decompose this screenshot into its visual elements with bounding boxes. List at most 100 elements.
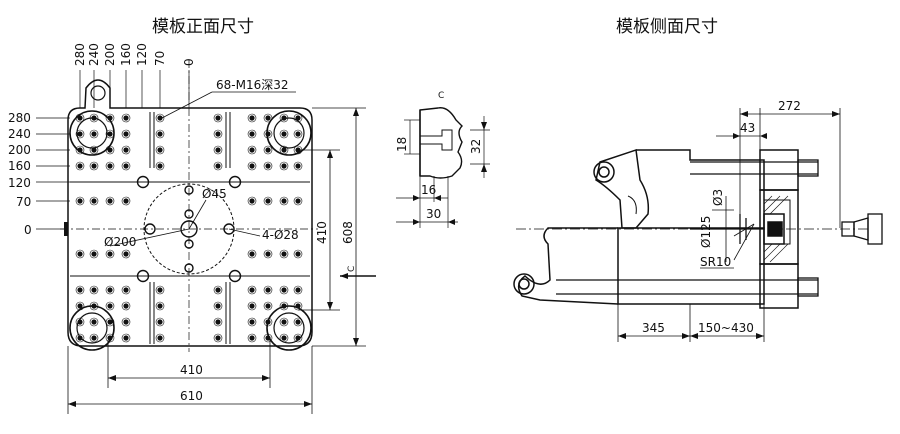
tapped-hole bbox=[157, 335, 163, 341]
tapped-hole bbox=[215, 335, 221, 341]
tapped-hole-ring bbox=[247, 285, 257, 295]
tapped-hole bbox=[123, 319, 129, 325]
detail-dim-16: 16 bbox=[421, 183, 436, 197]
tapped-hole bbox=[249, 287, 255, 293]
tapped-hole-ring bbox=[121, 145, 131, 155]
side-dim-stroke: 150~430 bbox=[698, 321, 754, 335]
tapped-hole-ring bbox=[105, 285, 115, 295]
center-hole bbox=[180, 220, 198, 238]
front-section-mark: C bbox=[347, 266, 357, 272]
tapped-hole bbox=[265, 335, 271, 341]
tapped-hole bbox=[107, 115, 113, 121]
side-view bbox=[513, 108, 883, 342]
side-dim-phi3: Ø3 bbox=[711, 189, 725, 206]
tapped-hole-ring bbox=[263, 333, 273, 343]
tapped-hole-ring bbox=[105, 129, 115, 139]
tapped-hole-ring bbox=[105, 145, 115, 155]
detail-profile bbox=[419, 107, 463, 179]
tapped-hole-ring bbox=[247, 161, 257, 171]
tapped-hole bbox=[157, 147, 163, 153]
tapped-hole bbox=[249, 163, 255, 169]
tapped-hole bbox=[249, 319, 255, 325]
left-dim-120: 120 bbox=[8, 176, 31, 190]
side-lower-arm bbox=[517, 227, 619, 305]
tapped-hole-ring bbox=[75, 196, 85, 206]
tapped-hole-ring bbox=[247, 145, 257, 155]
tapped-hole-ring bbox=[75, 301, 85, 311]
detail-section-mark: C bbox=[438, 91, 444, 101]
tapped-hole bbox=[107, 147, 113, 153]
top-dim-280: 280 bbox=[73, 43, 87, 66]
tapped-hole-ring bbox=[75, 317, 85, 327]
tapped-hole-ring bbox=[263, 161, 273, 171]
tapped-hole-ring bbox=[293, 285, 303, 295]
top-ordinate-lines bbox=[79, 70, 190, 108]
right-dimensions bbox=[298, 107, 366, 347]
tapped-hole bbox=[123, 163, 129, 169]
tapped-hole-ring bbox=[263, 317, 273, 327]
tapped-hole-ring bbox=[75, 285, 85, 295]
left-ordinate-lines bbox=[36, 117, 70, 230]
tapped-hole-ring bbox=[293, 113, 303, 123]
tapped-hole bbox=[249, 198, 255, 204]
dim-610: 610 bbox=[180, 389, 203, 403]
tapped-hole-ring bbox=[155, 317, 165, 327]
tapped-hole bbox=[157, 131, 163, 137]
tapped-hole bbox=[249, 131, 255, 137]
side-dim-43: 43 bbox=[740, 121, 755, 135]
tapped-hole-ring bbox=[121, 317, 131, 327]
tapped-hole bbox=[77, 198, 83, 204]
tapped-hole bbox=[77, 287, 83, 293]
tapped-hole bbox=[215, 115, 221, 121]
callout-locating-circle: Ø200 bbox=[104, 235, 136, 249]
tapped-hole bbox=[107, 303, 113, 309]
tapped-hole bbox=[215, 319, 221, 325]
tapped-hole bbox=[91, 303, 97, 309]
tapped-hole-ring bbox=[263, 285, 273, 295]
tapped-hole-ring bbox=[89, 161, 99, 171]
tapped-hole-ring bbox=[121, 285, 131, 295]
tie-bars bbox=[556, 159, 819, 297]
side-eyes bbox=[513, 161, 615, 295]
tapped-hole-ring bbox=[105, 301, 115, 311]
tapped-hole-ring bbox=[75, 129, 85, 139]
top-dim-160: 160 bbox=[119, 43, 133, 66]
tapped-hole bbox=[249, 251, 255, 257]
tapped-hole-ring bbox=[293, 196, 303, 206]
tapped-hole-ring bbox=[89, 113, 99, 123]
dim-410-vertical: 410 bbox=[315, 221, 329, 244]
tapped-hole bbox=[215, 131, 221, 137]
top-dim-240: 240 bbox=[87, 43, 101, 66]
left-edge-tab bbox=[64, 222, 68, 236]
front-view bbox=[36, 60, 376, 414]
big-holes bbox=[136, 175, 242, 283]
tapped-hole-ring bbox=[89, 249, 99, 259]
tapped-hole-ring bbox=[279, 333, 289, 343]
tapped-hole-ring bbox=[279, 196, 289, 206]
tapped-holes bbox=[75, 113, 303, 343]
tapped-hole bbox=[281, 131, 287, 137]
side-upper-arm bbox=[595, 149, 650, 229]
front-view-title: 模板正面尺寸 bbox=[152, 17, 254, 37]
tapped-hole-ring bbox=[247, 129, 257, 139]
top-dim-200: 200 bbox=[103, 43, 117, 66]
left-dim-160: 160 bbox=[8, 159, 31, 173]
tapped-hole-ring bbox=[213, 113, 223, 123]
tapped-hole-ring bbox=[213, 161, 223, 171]
tapped-hole-ring bbox=[247, 301, 257, 311]
tapped-hole bbox=[91, 335, 97, 341]
side-upper-body bbox=[636, 149, 765, 228]
detail-dim-30: 30 bbox=[426, 207, 441, 221]
tapped-hole-ring bbox=[293, 161, 303, 171]
tapped-hole bbox=[281, 335, 287, 341]
tapped-hole bbox=[77, 319, 83, 325]
top-dim-120: 120 bbox=[135, 43, 149, 66]
tapped-hole-ring bbox=[263, 301, 273, 311]
tapped-hole bbox=[77, 163, 83, 169]
side-dim-345: 345 bbox=[642, 321, 665, 335]
tapped-hole-ring bbox=[279, 317, 289, 327]
section-arrow bbox=[340, 273, 376, 279]
tapped-hole bbox=[77, 115, 83, 121]
tapped-hole-ring bbox=[155, 145, 165, 155]
